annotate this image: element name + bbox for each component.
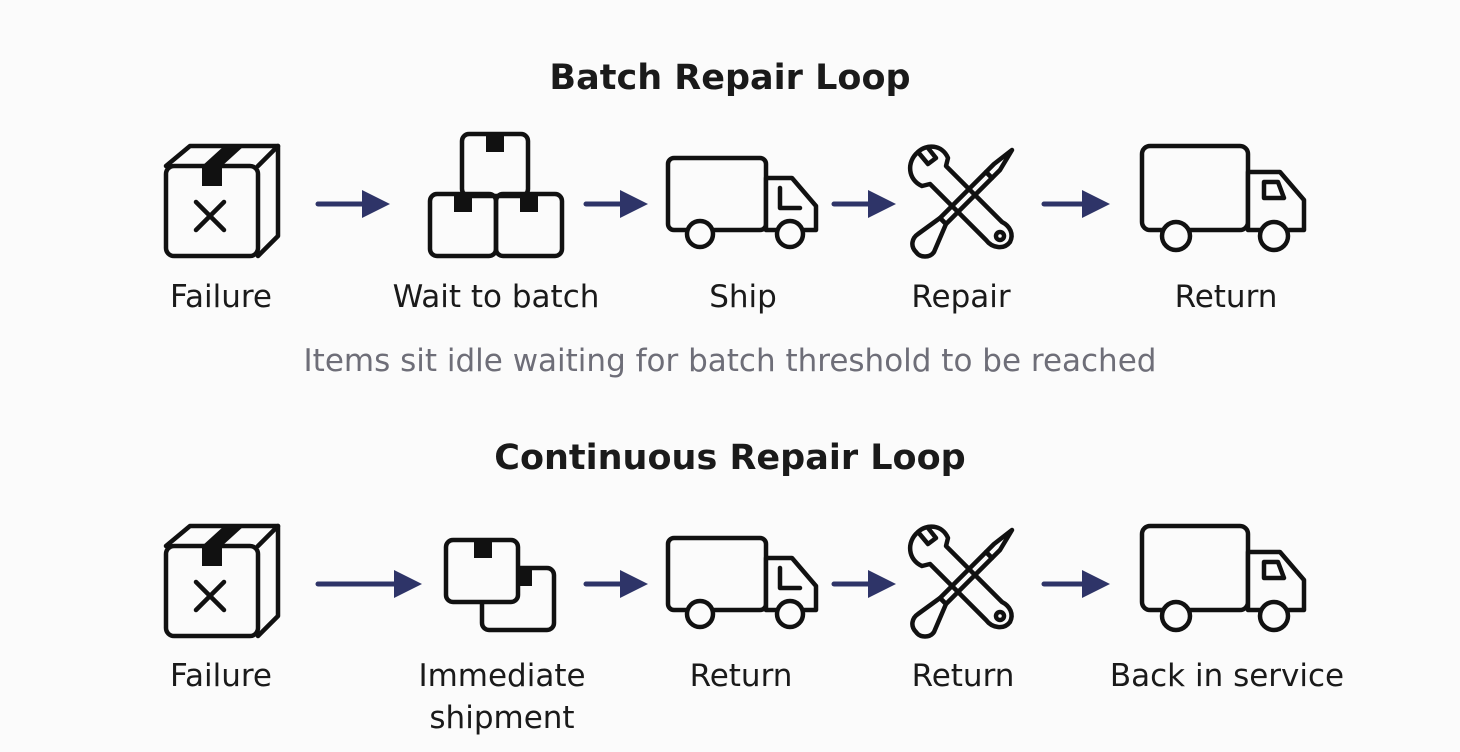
batch-note: Items sit idle waiting for batch thresho… xyxy=(303,343,1157,379)
step-label: Wait to batch xyxy=(392,279,600,315)
arrow-icon xyxy=(315,570,422,598)
stacked-boxes-icon xyxy=(427,131,565,259)
arrow-icon xyxy=(1041,570,1110,598)
arrow-icon xyxy=(583,570,648,598)
step-label: Failure xyxy=(170,658,272,694)
arrow-icon xyxy=(831,570,896,598)
arrow-icon xyxy=(315,190,390,218)
wrench-screwdriver-icon xyxy=(908,524,1015,639)
arrow-icon xyxy=(831,190,896,218)
damaged-box-icon xyxy=(163,523,281,639)
truck-icon xyxy=(1139,523,1307,633)
continuous-loop-title: Continuous Repair Loop xyxy=(494,438,966,478)
batch-loop-title: Batch Repair Loop xyxy=(549,58,911,98)
step-label: Return xyxy=(1174,279,1278,315)
truck-icon xyxy=(1139,143,1307,253)
step-label: Failure xyxy=(170,279,272,315)
damaged-box-icon xyxy=(163,143,281,259)
wrench-screwdriver-icon xyxy=(908,144,1015,259)
step-label: Immediate shipment xyxy=(418,658,586,736)
truck-icon xyxy=(665,535,819,630)
arrow-icon xyxy=(1041,190,1110,218)
arrow-icon xyxy=(583,190,648,218)
step-label: Return xyxy=(689,658,793,694)
truck-icon xyxy=(665,155,819,250)
step-label: Return xyxy=(911,658,1015,694)
step-label: Back in service xyxy=(1109,658,1345,694)
step-label: Repair xyxy=(911,279,1011,315)
two-boxes-icon xyxy=(443,537,557,633)
step-label: Ship xyxy=(709,279,777,315)
